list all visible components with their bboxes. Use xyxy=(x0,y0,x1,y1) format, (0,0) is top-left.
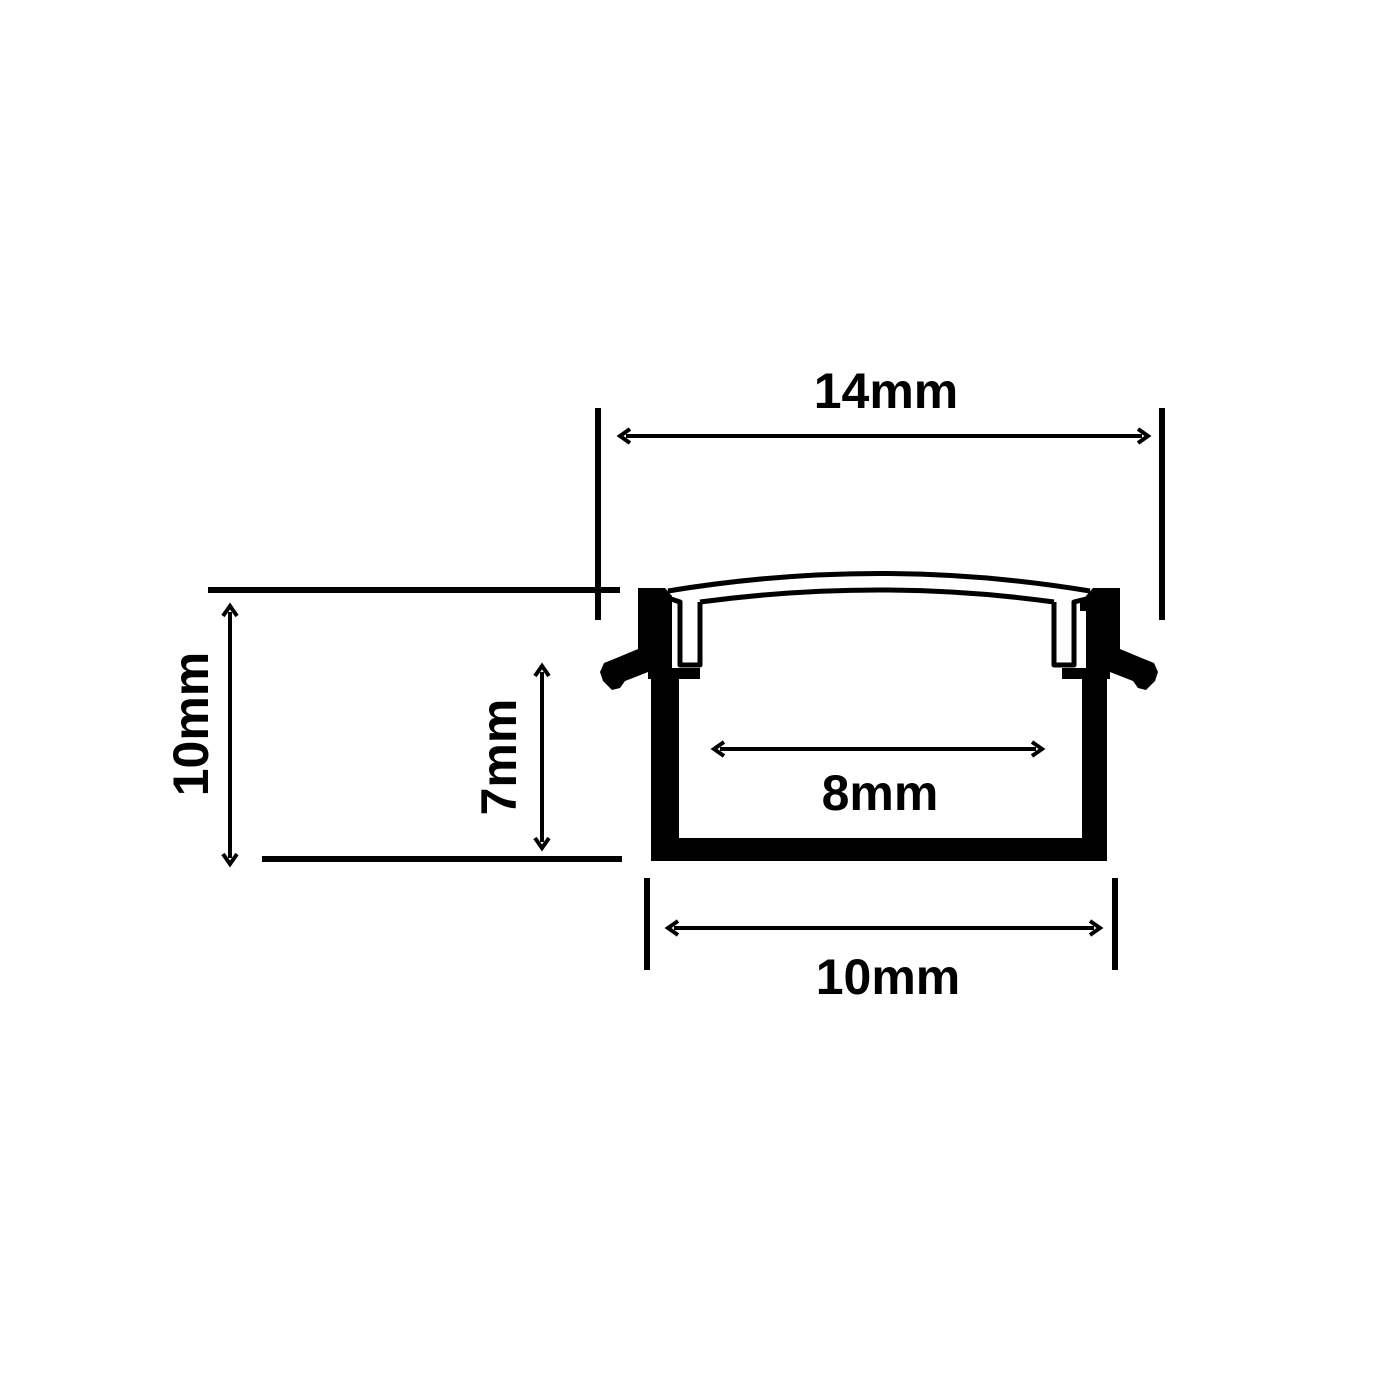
base-width-arrowhead-left xyxy=(664,919,680,937)
inner-depth-arrowhead-bottom xyxy=(533,836,551,852)
base-width-dimension: 10mm xyxy=(644,878,1118,1005)
base-width-label: 10mm xyxy=(816,949,961,1005)
overall-height-arrowhead-top xyxy=(221,602,239,618)
left-lens-clip xyxy=(658,598,668,611)
inner-width-arrowhead-left xyxy=(710,740,726,758)
inner-depth-arrowhead-top xyxy=(533,662,551,678)
right-flange xyxy=(1062,588,1158,690)
left-flange xyxy=(600,588,700,690)
overall-height-dimension: 10mm xyxy=(163,587,622,868)
inner-depth-dimension: 7mm xyxy=(471,662,551,852)
inner-width-label: 8mm xyxy=(822,765,939,821)
base-width-arrowhead-right xyxy=(1088,919,1104,937)
diffuser-lens-underside xyxy=(699,587,1055,605)
channel-u-body xyxy=(651,668,1107,861)
overall-width-label: 14mm xyxy=(814,363,959,419)
overall-width-arrowhead-left xyxy=(616,427,632,445)
overall-height-arrowhead-bottom xyxy=(221,852,239,868)
overall-width-arrowhead-right xyxy=(1136,427,1152,445)
inner-width-dimension: 8mm xyxy=(710,740,1046,821)
overall-height-label: 10mm xyxy=(163,652,219,797)
diffuser-lens-right-leg xyxy=(1051,595,1091,668)
aluminium-profile-cross-section xyxy=(600,571,1158,861)
inner-depth-label: 7mm xyxy=(471,699,527,816)
overall-width-dimension: 14mm xyxy=(595,363,1165,620)
diffuser-lens xyxy=(667,571,1091,594)
inner-width-arrowhead-right xyxy=(1030,740,1046,758)
diffuser-lens-inner xyxy=(667,595,703,668)
